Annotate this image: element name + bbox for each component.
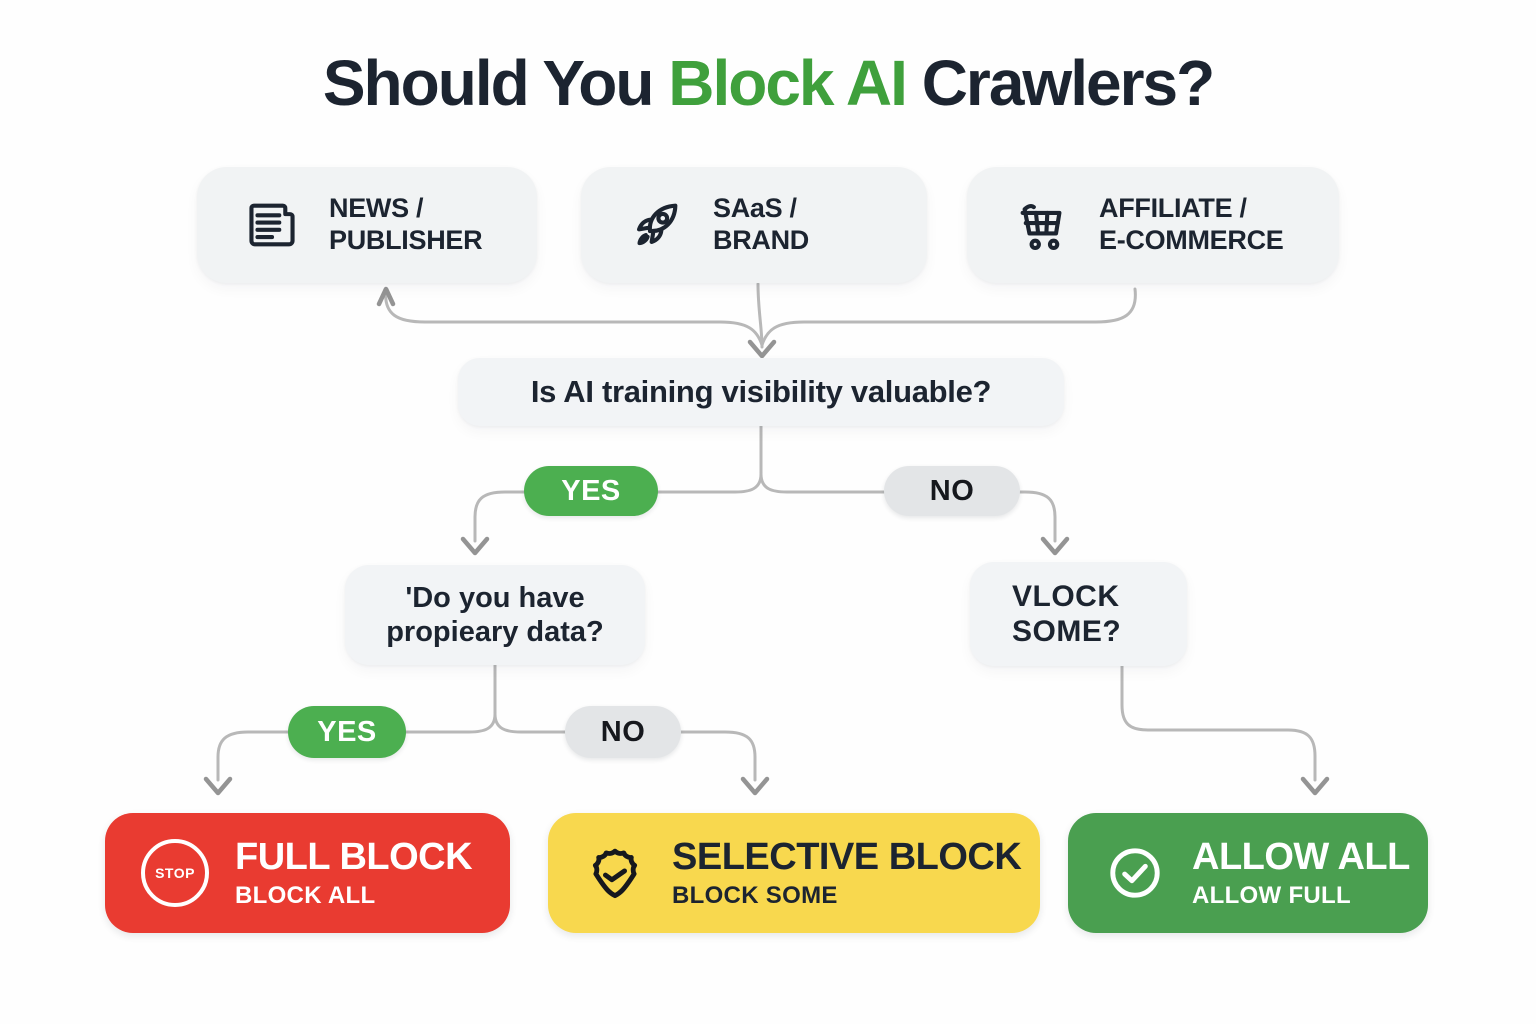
category-label-line2: PUBLISHER [329, 225, 483, 255]
outcome-allow-all: ALLOW ALL ALLOW FULL [1068, 813, 1428, 933]
title-post: Crawlers? [905, 47, 1215, 119]
page-title: Should You Block AI Crawlers? [0, 46, 1536, 120]
outcome-subtitle: BLOCK SOME [672, 881, 838, 909]
title-pre: Should You [322, 47, 669, 119]
category-saas-brand: SAaS / BRAND [581, 167, 927, 283]
category-label-line2: E-COMMERCE [1099, 225, 1284, 255]
shield-check-icon [592, 848, 638, 899]
outcome-selective-block: SELECTIVE BLOCK BLOCK SOME [548, 813, 1040, 933]
question-vlock-some: VLOCK SOME? [970, 562, 1187, 666]
category-affiliate-ecommerce: AFFILIATE / E-COMMERCE [967, 167, 1339, 283]
category-label-line1: NEWS / [329, 193, 424, 224]
category-label-line1: SAaS / [713, 193, 797, 224]
newspaper-icon [249, 203, 295, 247]
cart-icon [1020, 204, 1062, 251]
branch1-no-pill: NO [884, 466, 1020, 516]
category-label-line2: BRAND [713, 225, 809, 255]
question-ai-training-visibility: Is AI training visibility valuable? [458, 358, 1064, 426]
title-highlight: Block AI [668, 47, 908, 119]
question-proprietary-line2: propieary data? [386, 616, 604, 648]
outcome-title: SELECTIVE BLOCK [672, 836, 1022, 879]
outcome-subtitle: BLOCK ALL [235, 881, 376, 909]
question-vlock-line2: SOME? [1012, 615, 1122, 648]
question-proprietary-data: 'Do you have propieary data? [345, 565, 645, 665]
outcome-subtitle: ALLOW FULL [1192, 881, 1351, 909]
category-news-publisher: NEWS / PUBLISHER [197, 167, 537, 283]
outcome-full-block: STOP FULL BLOCK BLOCK ALL [105, 813, 510, 933]
outcome-title: FULL BLOCK [235, 836, 473, 879]
branch1-yes-pill: YES [524, 466, 658, 516]
question-vlock-line1: VLOCK [1012, 579, 1120, 613]
category-label: AFFILIATE / E-COMMERCE [1099, 193, 1284, 257]
category-label: SAaS / BRAND [713, 193, 809, 257]
question-proprietary-line1: 'Do you have [405, 581, 585, 614]
outcome-title: ALLOW ALL [1192, 836, 1410, 879]
category-label: NEWS / PUBLISHER [329, 193, 483, 257]
rocket-icon [637, 203, 678, 246]
branch2-yes-pill: YES [288, 706, 406, 758]
category-label-line1: AFFILIATE / [1099, 193, 1247, 224]
branch2-no-pill: NO [565, 706, 681, 758]
stop-icon: STOP [141, 839, 209, 907]
check-circle-icon [1110, 848, 1160, 898]
